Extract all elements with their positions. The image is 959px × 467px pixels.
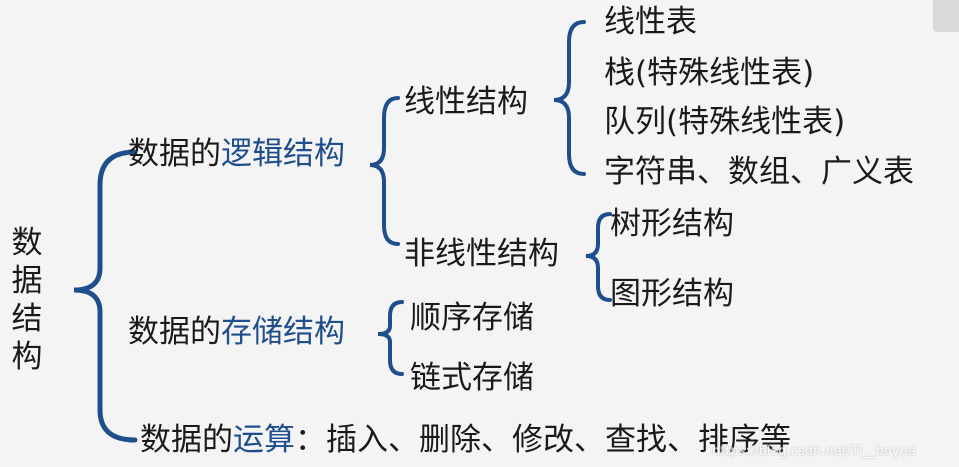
watermark: https://blog.csdn.net/Tl__boyue bbox=[712, 444, 916, 459]
logical-accent: 逻辑结构 bbox=[221, 136, 345, 172]
root-char: 结 bbox=[11, 301, 43, 337]
storage-accent: 存储结构 bbox=[221, 314, 345, 350]
storage-brace bbox=[377, 300, 404, 376]
linear-item: 栈(特殊线性表) bbox=[604, 55, 815, 91]
nonlinear-item: 树形结构 bbox=[610, 206, 734, 242]
operation-suffix: ：插入、删除、修改、查找、排序等 bbox=[295, 422, 791, 458]
linear-structure-label: 线性结构 bbox=[404, 84, 528, 120]
storage-structure-label: 数据的存储结构 bbox=[128, 312, 345, 352]
storage-prefix: 数据的 bbox=[128, 314, 221, 350]
storage-item: 顺序存储 bbox=[410, 300, 534, 336]
operation-label: 数据的运算：插入、删除、修改、查找、排序等 bbox=[140, 420, 791, 460]
root-char: 据 bbox=[11, 263, 43, 299]
root-char: 构 bbox=[11, 339, 43, 375]
corner-tab bbox=[933, 0, 959, 32]
linear-item: 队列(特殊线性表) bbox=[604, 104, 846, 140]
logical-structure-label: 数据的逻辑结构 bbox=[128, 134, 345, 174]
nonlinear-brace bbox=[585, 212, 612, 302]
logical-brace bbox=[369, 96, 400, 246]
linear-item: 线性表 bbox=[604, 4, 697, 40]
nonlinear-structure-label: 非线性结构 bbox=[404, 236, 559, 272]
nonlinear-item: 图形结构 bbox=[610, 276, 734, 312]
root-char: 数 bbox=[11, 225, 43, 261]
operation-prefix: 数据的 bbox=[140, 422, 233, 458]
linear-item: 字符串、数组、广义表 bbox=[604, 154, 914, 190]
operation-accent: 运算 bbox=[233, 422, 295, 458]
storage-item: 链式存储 bbox=[410, 360, 534, 396]
logical-prefix: 数据的 bbox=[128, 136, 221, 172]
root-brace bbox=[73, 149, 138, 443]
linear-brace bbox=[553, 20, 586, 176]
root-label: 数 据 结 构 bbox=[7, 224, 47, 376]
